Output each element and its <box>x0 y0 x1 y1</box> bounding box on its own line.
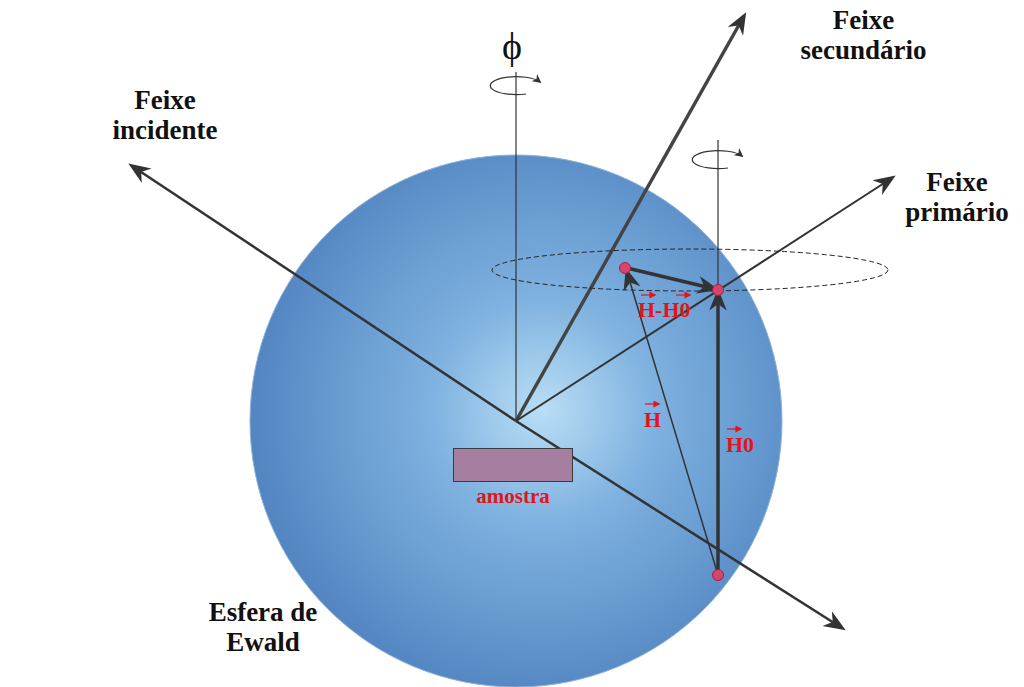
vector-arrow <box>641 294 655 295</box>
lattice-point <box>713 285 724 296</box>
vector-arrow <box>645 403 659 404</box>
beam-label: Feixe primário <box>893 168 1021 227</box>
vector-label: H-H0 <box>638 298 691 322</box>
secondary-beam <box>516 16 744 421</box>
h-vector <box>627 272 718 575</box>
beam-label: Feixe incidente <box>100 86 230 145</box>
beam-label: Feixe secundário <box>776 6 951 65</box>
vector-arrow <box>676 294 690 295</box>
rotation-path <box>492 249 888 291</box>
sample-block: amostra <box>453 448 573 509</box>
vector-label: H <box>644 408 661 432</box>
lattice-point <box>713 570 724 581</box>
rotation-axis <box>515 72 516 421</box>
sample-plate <box>453 448 573 482</box>
rotation-arrow <box>692 151 742 169</box>
incident-beam <box>132 166 516 421</box>
primary-beam <box>516 178 892 421</box>
lattice-point <box>620 263 631 274</box>
sample-label: amostra <box>453 484 573 509</box>
vector-arrow <box>727 428 741 429</box>
h-minus-h0-vector <box>627 268 715 289</box>
rotation-axis <box>717 140 718 290</box>
h0-vector <box>716 293 720 575</box>
rotation-arrow <box>490 77 540 95</box>
vector-label: H0 <box>726 433 754 457</box>
rotation-angle: ϕ <box>502 26 522 68</box>
sphere-label: Esfera de Ewald <box>178 598 348 657</box>
